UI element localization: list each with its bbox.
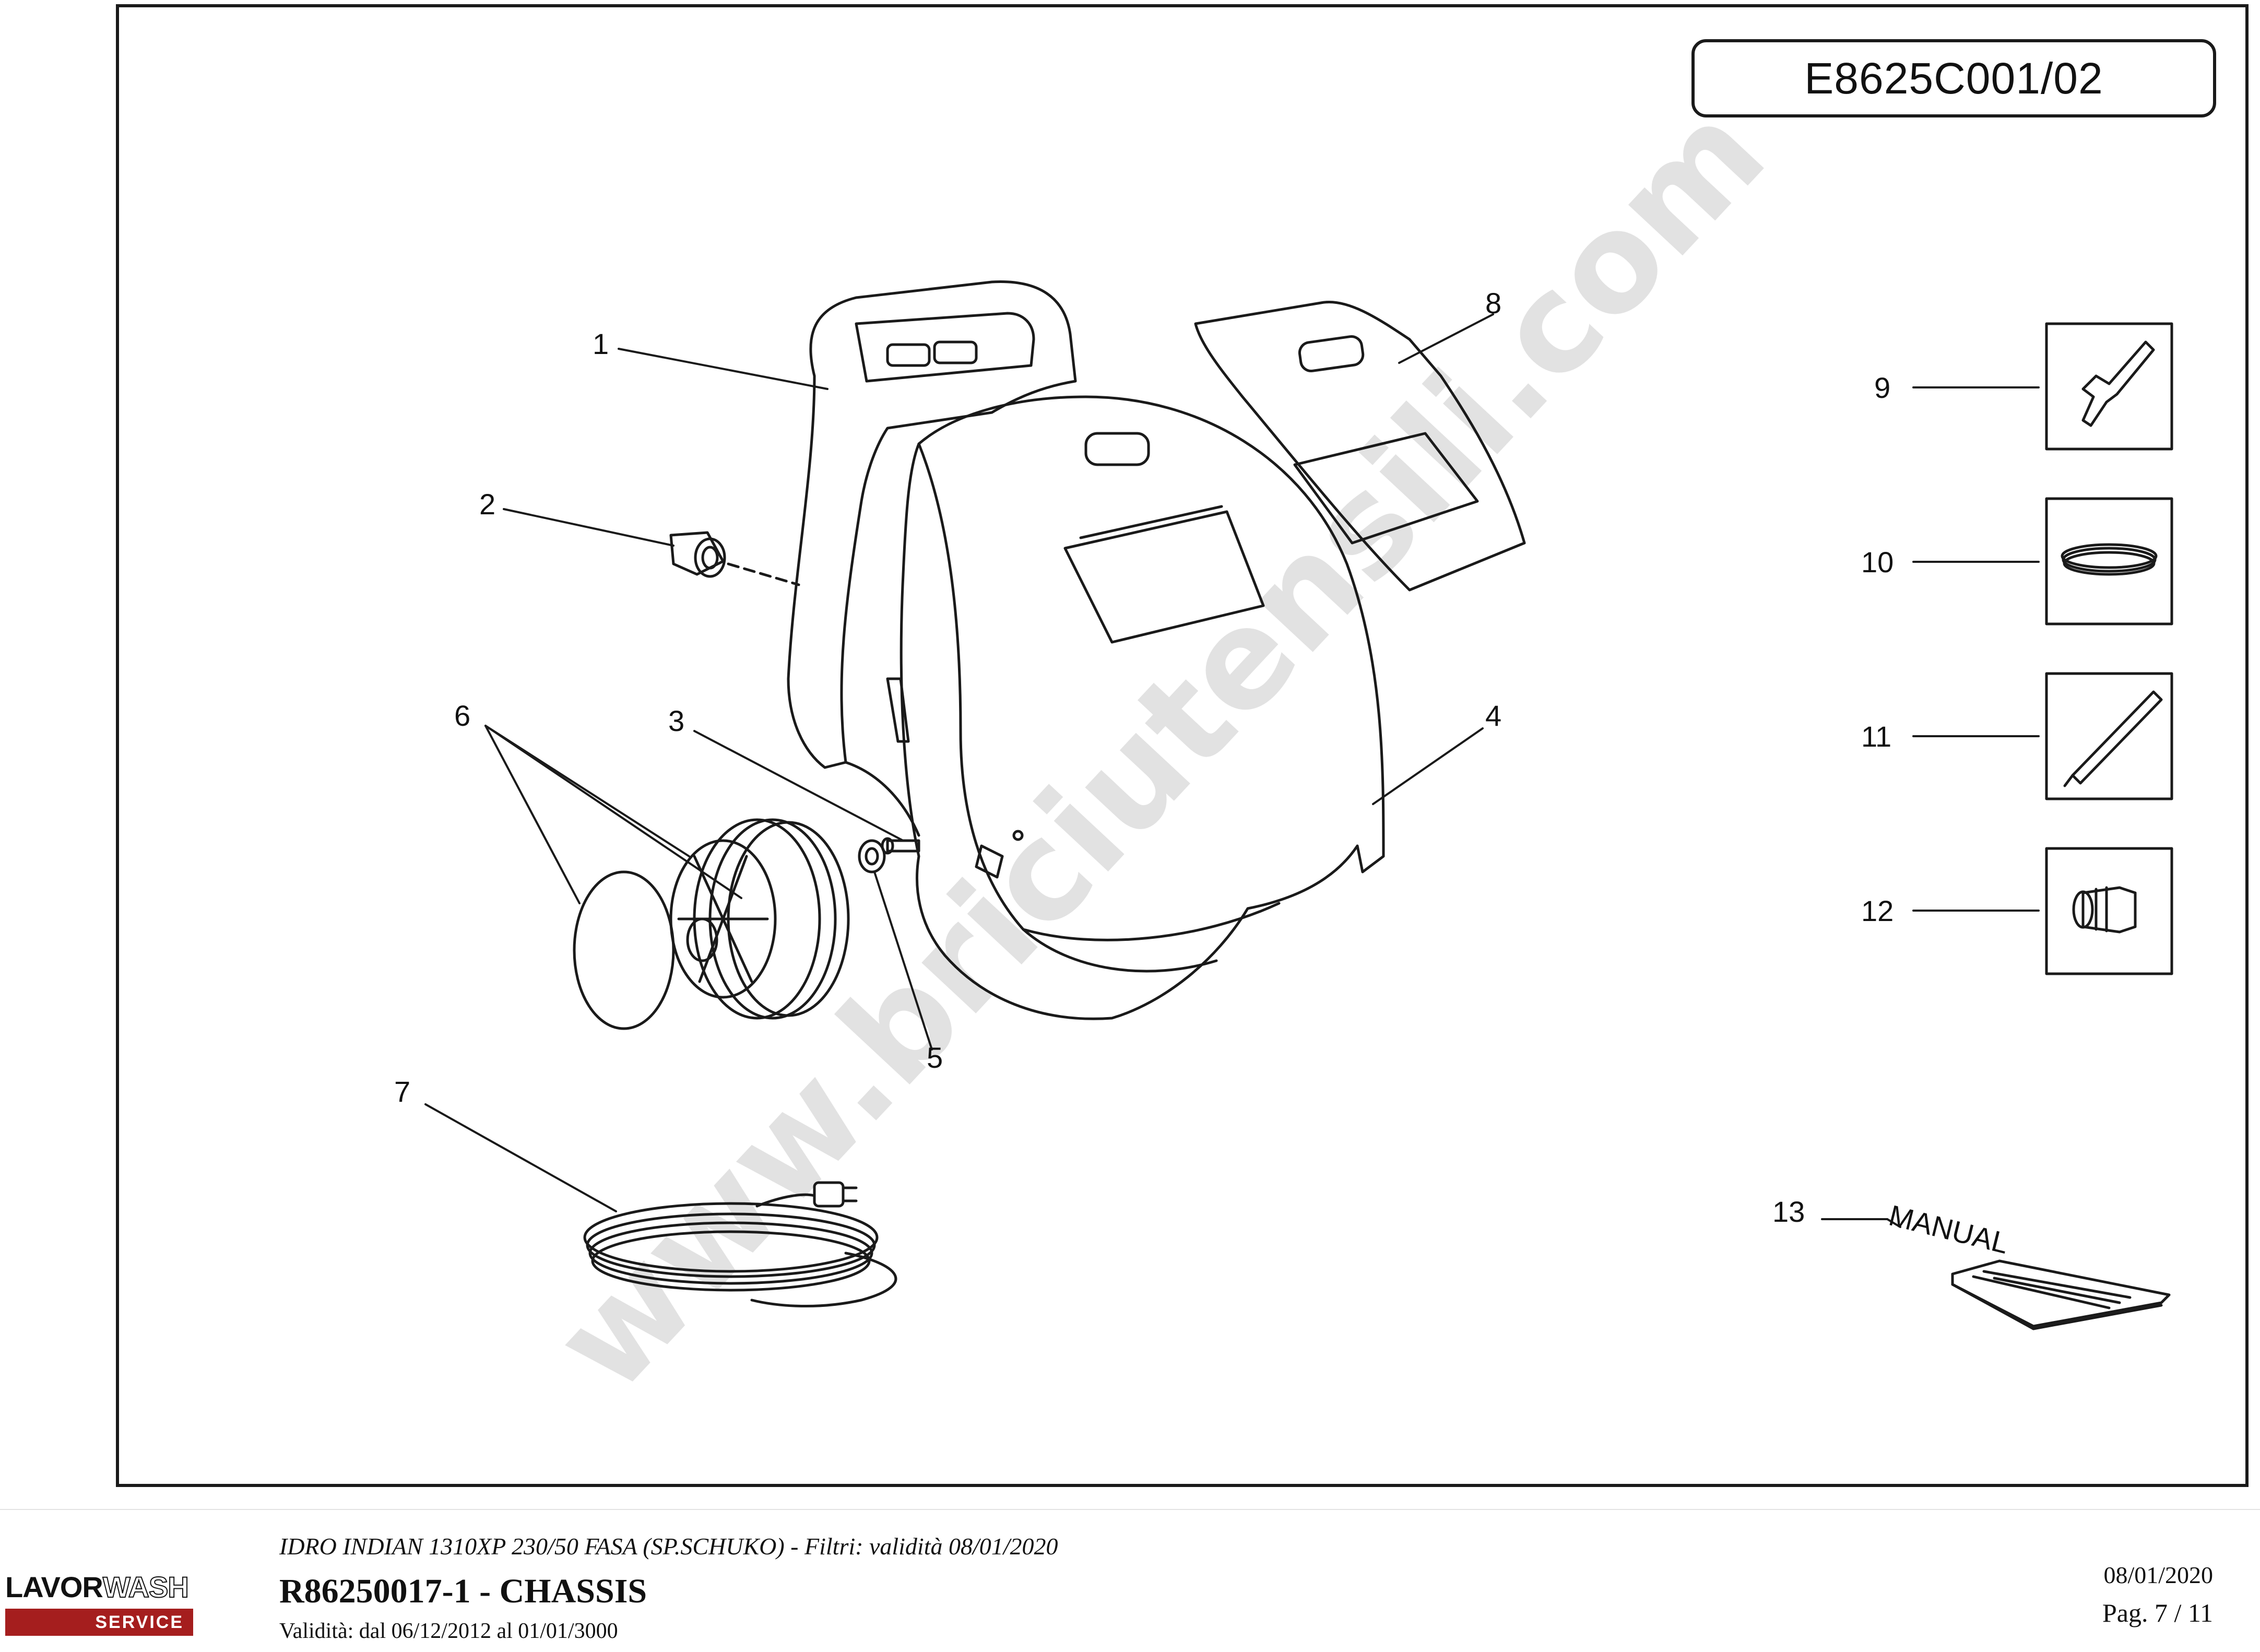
manual-booklet-part	[1951, 1259, 2171, 1330]
callout-10: 10	[1861, 546, 1894, 579]
callout-4: 4	[1485, 699, 1501, 732]
top-panel-part	[1194, 301, 1526, 592]
footer-validity: Validità: dal 06/12/2012 al 01/01/3000	[279, 1619, 618, 1643]
washer-part	[858, 839, 886, 874]
callout-8: 8	[1485, 287, 1501, 320]
footer-title: R86250017-1 - CHASSIS	[279, 1572, 647, 1610]
callout-12: 12	[1861, 894, 1894, 927]
dashed-axis-line	[727, 562, 800, 586]
callout-7: 7	[394, 1075, 410, 1108]
callout-2: 2	[479, 488, 495, 521]
manual-label: MANUAL	[1886, 1199, 2012, 1260]
hub-cap-part	[573, 870, 675, 1030]
footer-model-line: IDRO INDIAN 1310XP 230/50 FASA (SP.SCHUK…	[279, 1533, 1058, 1560]
power-cable-part	[583, 1181, 897, 1308]
leader-lines	[424, 313, 2040, 1228]
logo-service-bar: SERVICE	[5, 1609, 193, 1636]
accessory-box-9	[2045, 322, 2173, 451]
logo-text-wash: WASH	[102, 1570, 190, 1604]
footer-page-number: Pag. 7 / 11	[2102, 1598, 2213, 1627]
accessory-box-12	[2045, 847, 2173, 975]
footer-separator	[0, 1509, 2260, 1510]
accessory-box-10	[2045, 497, 2173, 626]
drawing-frame	[116, 4, 2249, 1487]
main-body-shell-part	[886, 395, 1385, 1020]
callout-5: 5	[927, 1041, 943, 1074]
fitting-part-2	[669, 531, 726, 578]
callout-numbers: 1 2 3 4 5 6 7 8 9 10 11 12 13	[394, 287, 1894, 1228]
callout-6: 6	[454, 699, 470, 732]
axle-pin-part	[881, 837, 920, 855]
callout-11: 11	[1861, 720, 1891, 753]
watermark-text: www.briciutensili.com	[524, 75, 1795, 1421]
callout-3: 3	[668, 704, 684, 737]
logo-text-lavor: LAVOR	[5, 1571, 103, 1603]
callout-13: 13	[1772, 1195, 1805, 1228]
wheel-part	[669, 818, 850, 1020]
drawing-code: E8625C001/02	[1804, 53, 2103, 103]
footer-date: 08/01/2020	[2103, 1562, 2213, 1588]
callout-9: 9	[1874, 371, 1890, 404]
drawing-code-box: E8625C001/02	[1691, 39, 2216, 117]
accessory-box-11	[2045, 672, 2173, 800]
chassis-frame-part	[787, 280, 1077, 837]
callout-1: 1	[593, 327, 609, 360]
